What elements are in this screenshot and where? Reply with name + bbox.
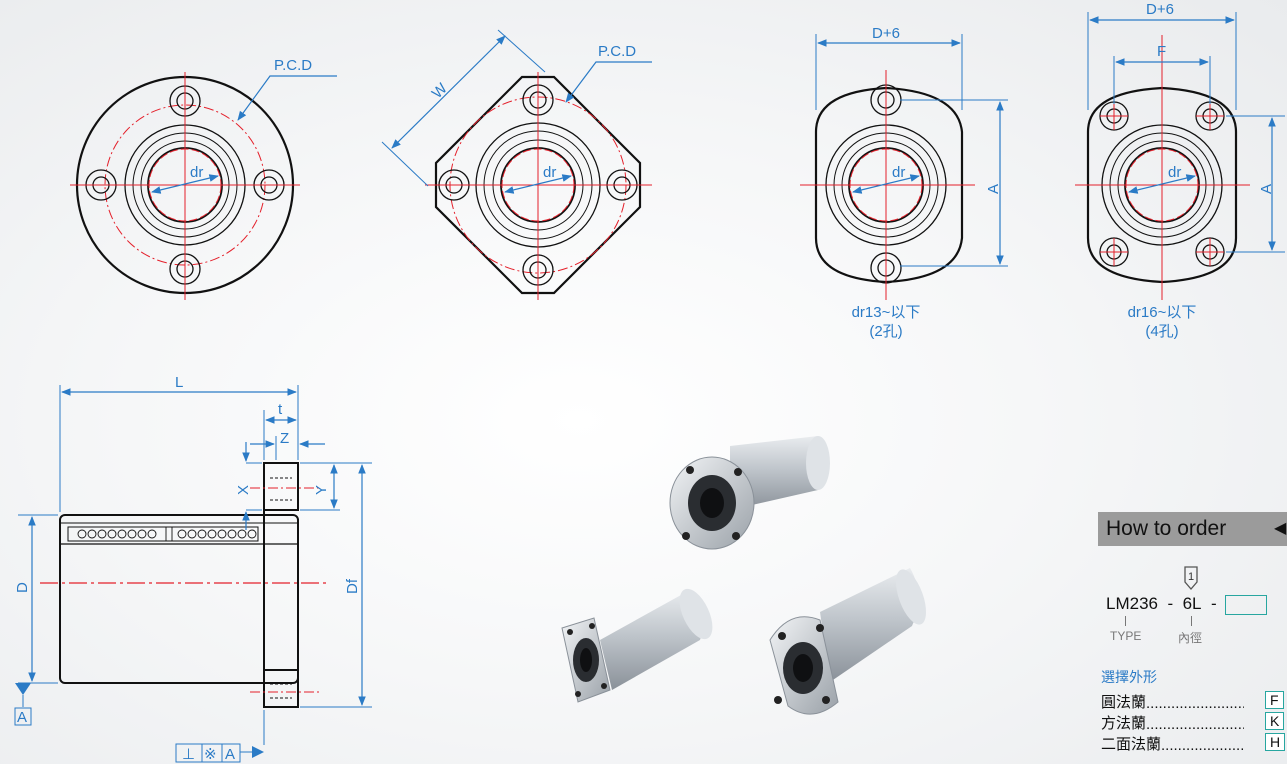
option-round-flange[interactable]: 圓法蘭........................... F: [1101, 691, 1287, 712]
option-square-flange[interactable]: 方法蘭........................... K: [1101, 712, 1287, 733]
select-shape-title: 選擇外形: [1101, 669, 1157, 685]
dr-label-2hole: dr: [892, 164, 905, 181]
t-label: t: [278, 401, 283, 418]
size-code: 6L: [1182, 594, 1202, 613]
d-label: D: [14, 582, 31, 593]
z-label: Z: [280, 430, 289, 447]
order-code-row: LM236 - 6L -: [1106, 594, 1268, 615]
pcd-label-square: P.C.D: [598, 43, 636, 60]
option-round-flange-name: 圓法蘭: [1101, 694, 1147, 711]
a-label-4hole: A: [1258, 184, 1275, 194]
option-two-face-flange-name: 二面法蘭: [1101, 736, 1162, 753]
caption-4-hole-range: dr16~以下: [1127, 304, 1197, 321]
type-label: TYPE: [1110, 629, 1142, 643]
shape-code-slot[interactable]: [1225, 594, 1268, 615]
option-round-flange-code: F: [1265, 691, 1284, 709]
dr-label-4hole: dr: [1168, 164, 1181, 181]
caption-2-hole: dr13~以下 (2孔): [826, 303, 946, 341]
f-label: F: [1157, 43, 1166, 60]
y-label: Y: [313, 485, 330, 495]
marker-number: 1: [1188, 571, 1194, 583]
caption-4-hole-holes: (4孔): [1145, 323, 1179, 340]
option-square-flange-dots: ...........................: [1146, 716, 1244, 733]
two-face-flange-4-hole-view: dr D+6 F A: [1075, 1, 1285, 300]
product-photo-round: [669, 436, 830, 550]
option-two-face-flange-code: H: [1265, 733, 1286, 751]
pcd-label-round: P.C.D: [274, 57, 312, 74]
df-label: Df: [344, 578, 361, 594]
type-code: LM236: [1106, 594, 1158, 613]
datum-a-label: A: [17, 709, 27, 726]
round-flange-front-view: dr P.C.D: [70, 57, 337, 300]
l-label: L: [175, 374, 183, 391]
how-to-order-header: How to order ◀: [1098, 512, 1287, 546]
caption-2-hole-range: dr13~以下: [851, 304, 921, 321]
option-square-flange-code: K: [1265, 712, 1285, 730]
d-plus-6-label-4hole: D+6: [1146, 1, 1174, 18]
how-to-order-title: How to order: [1106, 517, 1227, 540]
product-photo-square: [561, 588, 713, 703]
caption-4-hole: dr16~以下 (4孔): [1102, 303, 1222, 341]
option-round-flange-dots: ...........................: [1146, 695, 1244, 712]
bore-tick: [1191, 616, 1192, 626]
option-two-face-flange-dots: ...........................: [1161, 737, 1244, 754]
d-plus-6-label-2hole: D+6: [872, 25, 900, 42]
tol-value: ※: [204, 746, 217, 763]
square-flange-front-view: dr P.C.D W: [381, 29, 652, 300]
speaker-icon[interactable]: ◀: [1274, 520, 1287, 537]
option-square-flange-name: 方法蘭: [1101, 715, 1147, 732]
a-label-2hole: A: [985, 184, 1002, 194]
sep-2: -: [1210, 594, 1217, 613]
pointer-marker-icon: 1: [1184, 566, 1198, 590]
sep-1: -: [1167, 594, 1174, 613]
type-tick: [1125, 616, 1126, 626]
tol-perp-symbol: ⊥: [182, 746, 195, 763]
x-label: X: [235, 485, 252, 495]
bore-label: 內徑: [1178, 631, 1203, 645]
dr-label-square: dr: [543, 164, 556, 181]
how-to-order-panel: How to order ◀ 1 LM236 - 6L - TYPE 內徑 選擇…: [1098, 512, 1287, 764]
two-face-flange-2-hole-view: dr D+6 A: [800, 25, 1008, 300]
product-photo-two-face: [769, 568, 927, 715]
side-section-view: L t Z X Y Df D A: [14, 374, 372, 763]
w-label: W: [429, 79, 452, 102]
option-two-face-flange[interactable]: 二面法蘭........................... H: [1101, 733, 1287, 754]
tol-ref: A: [225, 746, 235, 763]
dr-label-round: dr: [190, 164, 203, 181]
caption-2-hole-holes: (2孔): [869, 323, 903, 340]
